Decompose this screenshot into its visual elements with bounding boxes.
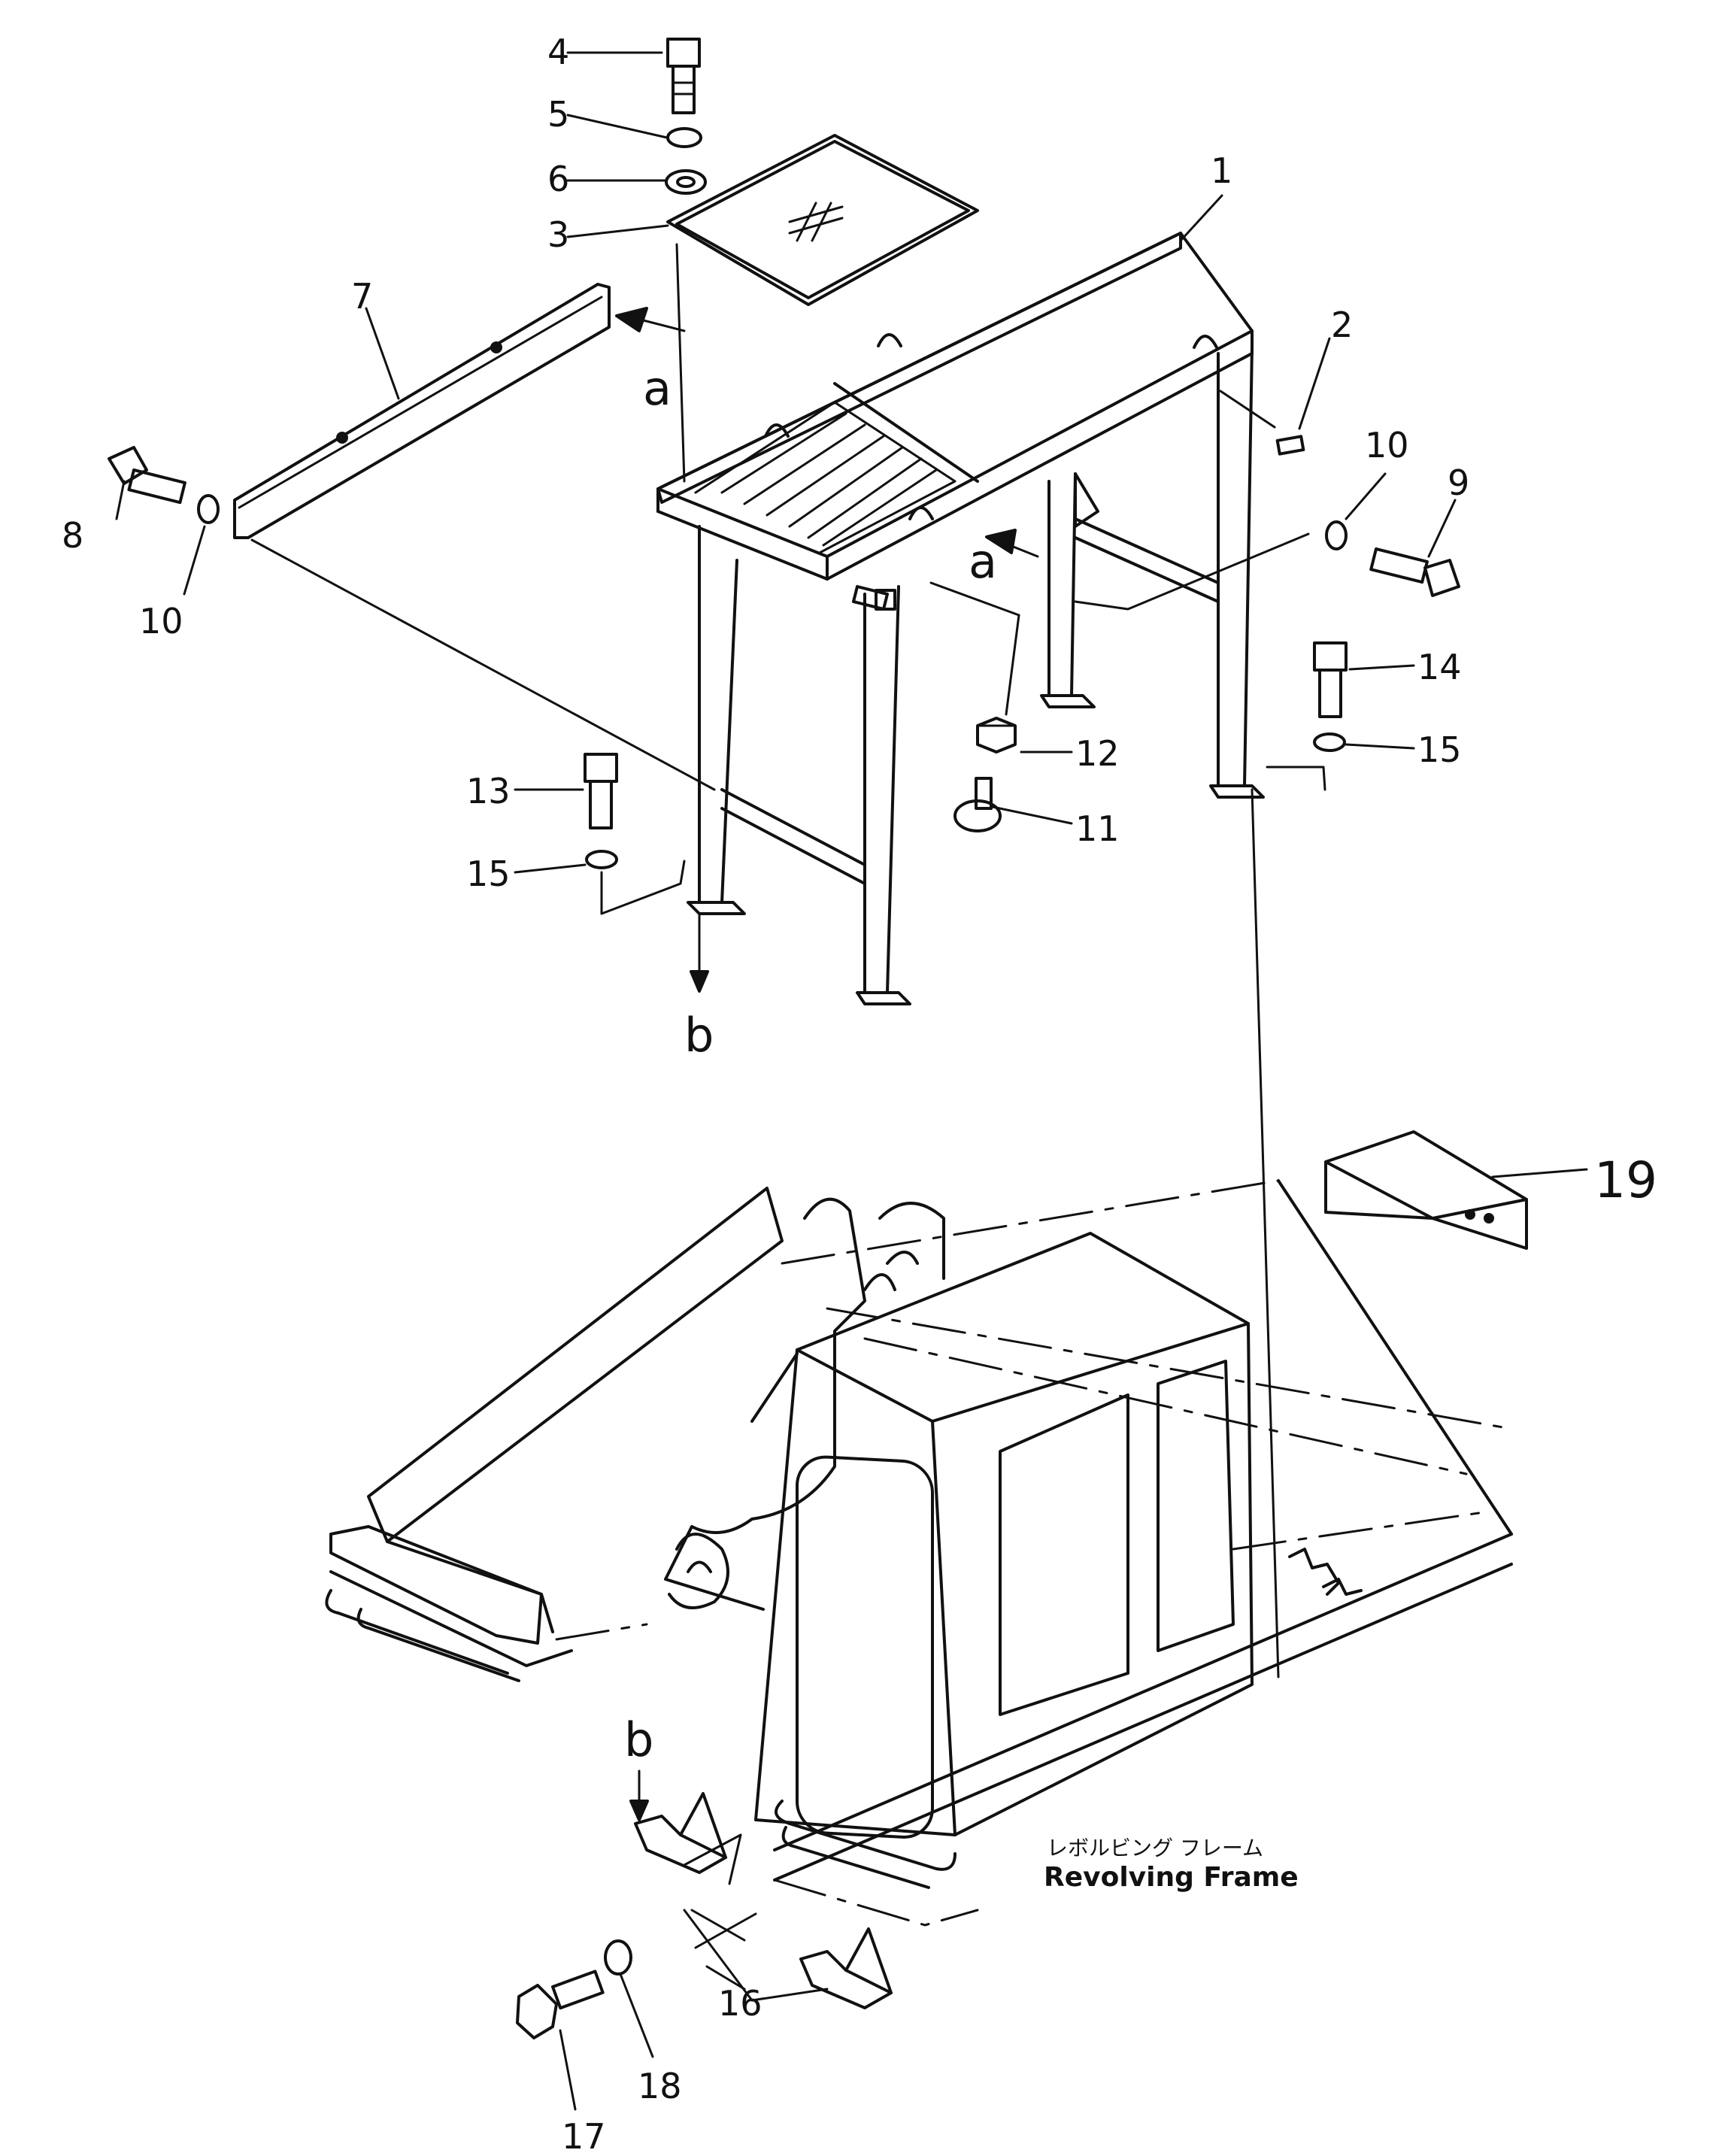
- view-letters: a a b b: [624, 361, 997, 1767]
- callout-8: 8: [62, 515, 83, 556]
- operator-cab: [754, 1232, 1254, 1889]
- part-14-bolt: [1313, 641, 1348, 718]
- view-letter-b-top: b: [684, 1008, 714, 1063]
- view-letter-a-right: a: [969, 534, 997, 589]
- callout-2: 2: [1331, 305, 1353, 345]
- callout-9: 9: [1448, 462, 1469, 503]
- part-17-bolt: [516, 1970, 605, 2039]
- part-15-washer-right: [1313, 732, 1346, 752]
- callout-11: 11: [1075, 808, 1120, 849]
- part-13-bolt: [584, 753, 618, 829]
- callout-19: 19: [1594, 1151, 1657, 1209]
- part-16-brackets: [634, 1792, 893, 2009]
- callout-15-left: 15: [466, 854, 511, 894]
- part-7-side-guard: [233, 283, 611, 539]
- part-11-clamp: [953, 777, 1002, 832]
- part-8-bolt: [108, 446, 186, 505]
- part-callouts: 1 2 3 4 5 6 7 8 9 10 10 11 12 13 14 15 1…: [62, 32, 1657, 2156]
- part-2-spacer: [1275, 435, 1305, 456]
- view-letter-a-left: a: [643, 361, 672, 416]
- callout-12: 12: [1075, 733, 1120, 774]
- callout-14: 14: [1417, 647, 1462, 687]
- part-9-bolt: [1369, 547, 1460, 597]
- callout-13: 13: [466, 771, 511, 811]
- callout-4: 4: [547, 32, 569, 72]
- part-10-washer-right: [1325, 520, 1348, 550]
- revolving-frame-label: レボルビング フレーム Revolving Frame: [1044, 1836, 1299, 1893]
- leader-lines: [115, 51, 1588, 2111]
- part-10-washer-left: [197, 494, 220, 524]
- part-3-plate: [666, 134, 979, 306]
- part-18-washer: [604, 1939, 632, 1976]
- part-4-bolt: [666, 38, 701, 114]
- part-15-washer-left: [585, 850, 618, 869]
- frame-label-japanese: レボルビング フレーム: [1047, 1836, 1263, 1860]
- part-6-collar: [665, 169, 707, 195]
- callout-15-right: 15: [1417, 729, 1462, 770]
- callout-1: 1: [1211, 150, 1232, 191]
- callout-16: 16: [718, 1983, 762, 2024]
- frame-label-english: Revolving Frame: [1044, 1862, 1299, 1893]
- callout-5: 5: [547, 94, 569, 135]
- part-12-nut: [976, 717, 1017, 754]
- callout-6: 6: [547, 159, 569, 199]
- callout-18: 18: [638, 2066, 682, 2106]
- callout-7: 7: [351, 276, 373, 317]
- callout-10-right: 10: [1365, 425, 1409, 465]
- revolving-frame: [325, 1179, 1513, 1927]
- callout-10-left: 10: [139, 601, 183, 641]
- guard-frame: [656, 232, 1265, 1005]
- callout-17: 17: [562, 2116, 606, 2156]
- part-19-bracket: [1324, 1130, 1528, 1250]
- part-5-washer: [666, 127, 702, 148]
- callout-3: 3: [547, 214, 569, 255]
- view-letter-b-bottom: b: [624, 1712, 653, 1767]
